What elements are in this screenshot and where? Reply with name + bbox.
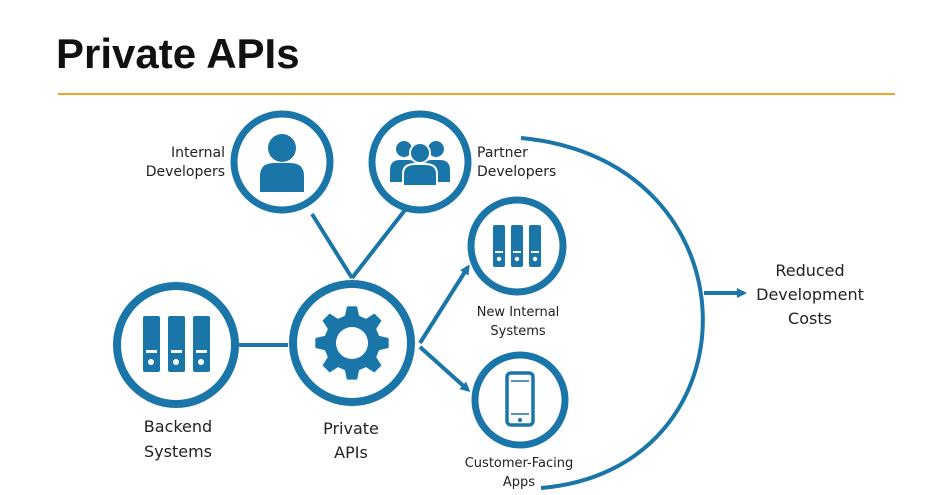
customer-facing-apps-label-line1: Customer-Facing [465,456,574,471]
internal-developers-label-line2: Developers [146,164,225,180]
private-apis-label-line1: Private [323,419,379,438]
internal-developers-label-line1: Internal [171,145,225,161]
servers-icon [493,225,541,267]
slide-title: Private APIs [56,30,300,77]
customer-facing-apps-label-line2: Apps [503,475,535,490]
node-new-internal-systems [467,196,567,296]
new-internal-systems-label-line2: Systems [490,324,545,339]
big-arc-connector [520,136,705,490]
node-backend-systems [113,282,239,408]
outcome-label-line2: Development [756,285,864,304]
node-private-apis [289,280,415,406]
gear-icon [315,306,389,380]
connector-internal-to-api [310,212,354,280]
group-icon [390,141,450,187]
node-internal-developers [230,110,334,214]
node-customer-facing-apps [471,351,569,449]
arrow-api-to-new-internal [418,264,470,345]
arrow-api-to-customer-apps [418,345,471,393]
backend-systems-label-line2: Systems [144,442,212,461]
smartphone-icon [505,371,535,427]
outcome-label-line1: Reduced [775,261,844,280]
partner-developers-label-line2: Developers [477,164,556,180]
private-apis-label-line2: APIs [334,443,368,462]
connector-partner-to-api [350,208,407,280]
node-partner-developers [368,110,472,214]
title-divider [58,93,895,95]
new-internal-systems-label-line1: New Internal [477,305,560,320]
partner-developers-label-line1: Partner [477,145,528,161]
person-icon [260,134,304,192]
backend-systems-label-line1: Backend [144,417,212,436]
gear-hole [336,327,368,359]
outcome-label-line3: Costs [788,309,832,328]
connectors [239,136,747,490]
servers-icon [143,316,210,372]
